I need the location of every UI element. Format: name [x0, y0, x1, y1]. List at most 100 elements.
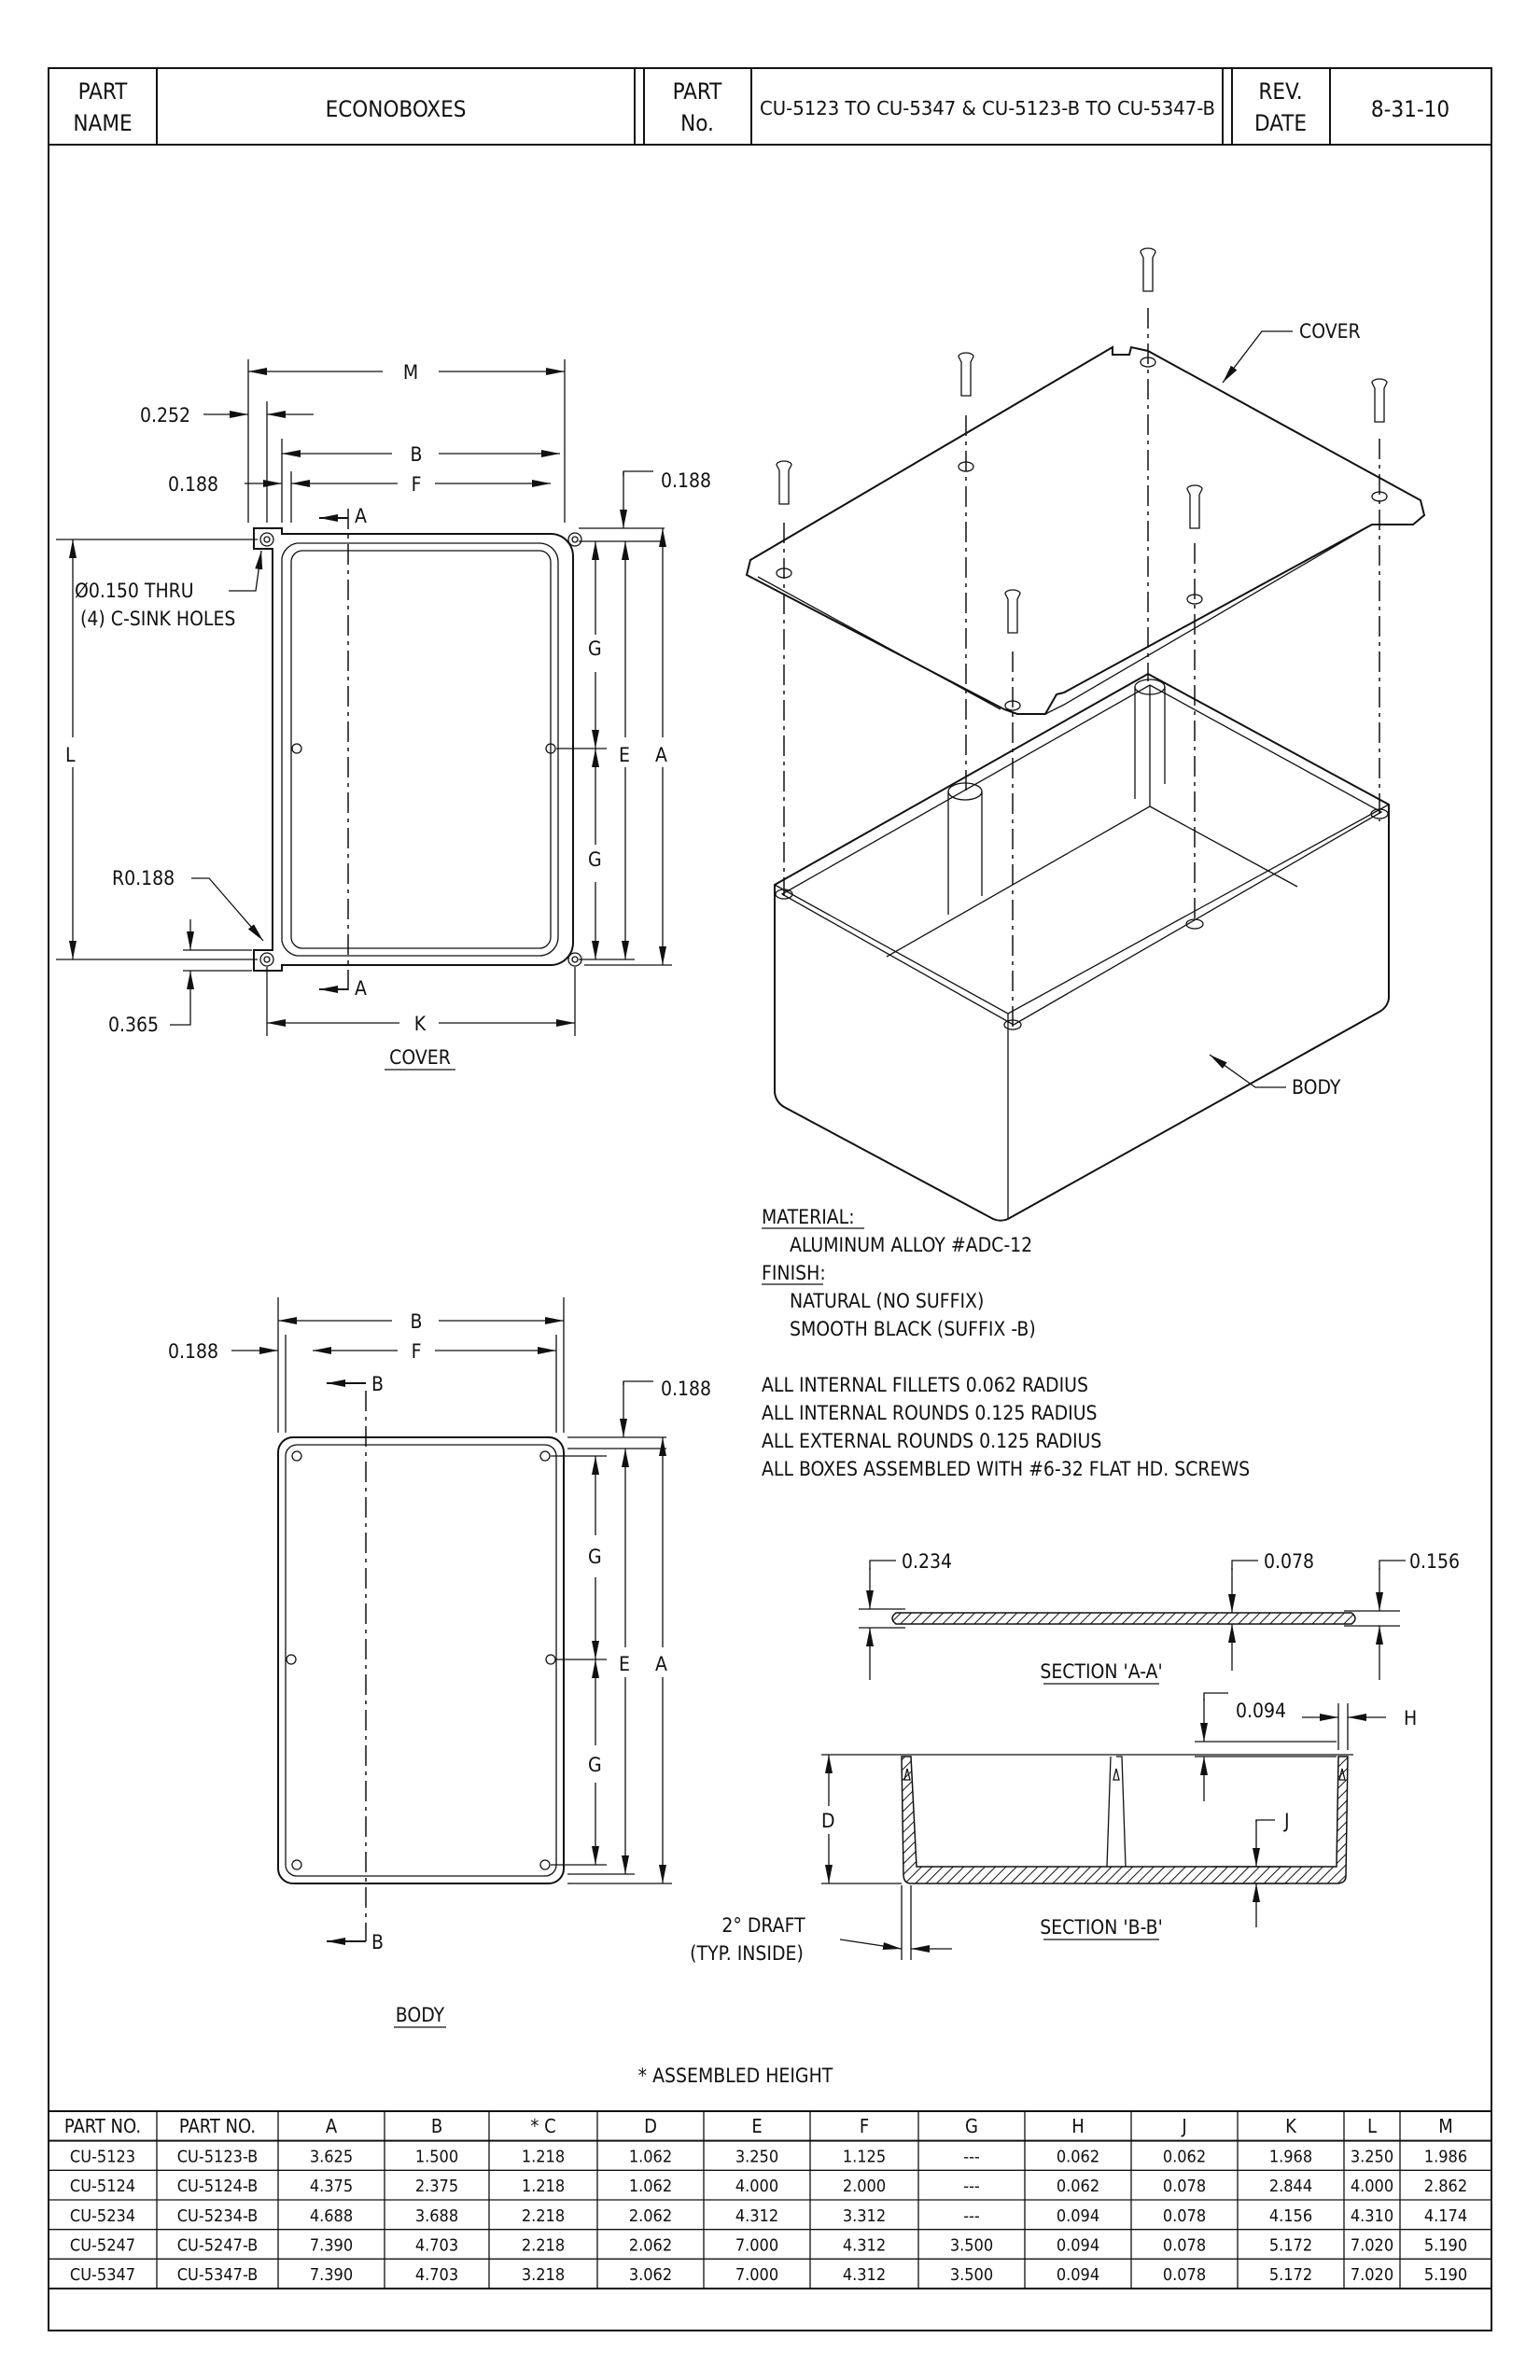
part-no-label: No.: [680, 110, 714, 136]
dim-g: G: [588, 848, 602, 871]
dim-a: A: [655, 744, 667, 766]
dim-m: M: [403, 361, 418, 384]
material-value: ALUMINUM ALLOY #ADC-12: [790, 1234, 1032, 1256]
table-header-cell: * C: [530, 2115, 555, 2137]
table-header-cell: PART NO.: [64, 2115, 141, 2137]
cover-view: A A M 0.252 B F 0.188 0.188 G: [56, 359, 711, 1071]
section-a-label: A: [355, 505, 367, 527]
table-cell: 3.218: [522, 2265, 565, 2285]
isometric-assembly: COVER BODY: [745, 247, 1426, 1222]
table-cell: 3.625: [310, 2148, 353, 2167]
table-cell: CU-5234-B: [177, 2206, 259, 2226]
table-header-cell: PART NO.: [179, 2115, 256, 2137]
dim-e: E: [619, 1653, 630, 1675]
dim-g: G: [588, 1546, 602, 1568]
table-cell: 0.078: [1163, 2177, 1206, 2196]
table-cell: 5.190: [1424, 2265, 1467, 2285]
dim-g: G: [588, 637, 602, 660]
table-cell: 2.000: [843, 2177, 886, 2196]
cover-view-title: COVER: [389, 1046, 451, 1069]
part-name-label: NAME: [73, 110, 132, 136]
hole-note: (4) C-SINK HOLES: [80, 608, 235, 630]
note-line: ALL INTERNAL FILLETS 0.062 RADIUS: [762, 1374, 1088, 1396]
table-cell: 2.862: [1424, 2177, 1467, 2196]
table-cell: 4.375: [310, 2177, 353, 2196]
sheet-border: [48, 67, 1492, 2331]
section-aa-title: SECTION 'A-A': [1040, 1660, 1162, 1683]
table-cell: 7.000: [735, 2265, 778, 2285]
part-no-label: PART: [673, 78, 723, 105]
table-cell: 1.062: [629, 2148, 672, 2167]
note-line: ALL INTERNAL ROUNDS 0.125 RADIUS: [762, 1402, 1098, 1424]
rev-label: DATE: [1254, 110, 1307, 136]
table-cell: 3.250: [735, 2148, 778, 2167]
table-cell: 1.986: [1424, 2148, 1467, 2167]
section-b-label: B: [371, 1373, 384, 1395]
table-header-cell: L: [1367, 2115, 1377, 2137]
table-cell: 1.062: [629, 2177, 672, 2196]
cover-outline: [253, 527, 574, 972]
table-header-cell: J: [1181, 2115, 1186, 2137]
section-b-label: B: [371, 1931, 384, 1953]
table-cell: 5.172: [1269, 2236, 1312, 2256]
table-cell: 7.390: [310, 2265, 353, 2285]
table-cell: 3.062: [629, 2265, 672, 2285]
dim-e: E: [619, 744, 630, 766]
dim-0188-right: 0.188: [661, 1378, 711, 1400]
table-cell: CU-5123-B: [177, 2148, 259, 2167]
table-cell: 0.062: [1163, 2148, 1206, 2167]
table-cell: 0.062: [1057, 2148, 1099, 2167]
table-header-cell: D: [644, 2115, 657, 2137]
rev-date: 8-31-10: [1371, 96, 1449, 122]
table-cell: CU-5347: [70, 2265, 135, 2285]
table-cell: ---: [963, 2177, 980, 2196]
table-cell: 3.312: [843, 2206, 886, 2226]
table-cell: 1.218: [522, 2148, 565, 2167]
body-outline: [277, 1436, 565, 1884]
dim-l: L: [65, 744, 76, 766]
notes: MATERIAL: ALUMINUM ALLOY #ADC-12 FINISH:…: [762, 1206, 1250, 1480]
table-cell: CU-5347-B: [177, 2265, 259, 2285]
dim-h: H: [1404, 1707, 1417, 1729]
table-cell: 1.968: [1269, 2148, 1312, 2167]
dim-0188-left: 0.188: [168, 473, 218, 496]
table-cell: 4.000: [1351, 2177, 1393, 2196]
part-name: ECONOBOXES: [326, 96, 467, 122]
table-cell: 4.310: [1351, 2206, 1393, 2226]
table-cell: 0.078: [1163, 2206, 1206, 2226]
table-cell: 2.844: [1269, 2177, 1312, 2196]
part-number: CU-5123 TO CU-5347 & CU-5123-B TO CU-534…: [760, 97, 1215, 119]
table-cell: 5.190: [1424, 2236, 1467, 2256]
radius-label: R0.188: [112, 867, 175, 889]
table-cell: 7.020: [1351, 2265, 1393, 2285]
dim-a: A: [655, 1653, 667, 1675]
table-cell: 4.000: [735, 2177, 778, 2196]
table-cell: CU-5247: [70, 2236, 135, 2256]
table-cell: 4.174: [1424, 2206, 1467, 2226]
table-cell: 2.062: [629, 2206, 672, 2226]
draft-note: (TYP. INSIDE): [690, 1942, 804, 1965]
table-cell: 0.094: [1057, 2206, 1099, 2226]
iso-cover-label: COVER: [1299, 320, 1361, 343]
cover-inner-edge: [290, 550, 552, 949]
table-header-cell: A: [326, 2115, 338, 2137]
table-cell: 0.078: [1163, 2236, 1206, 2256]
table-cell: 2.218: [522, 2236, 565, 2256]
iso-body: [773, 672, 1390, 1222]
table-cell: 4.703: [415, 2265, 458, 2285]
dim-0156: 0.156: [1409, 1550, 1460, 1573]
table-cell: CU-5124: [70, 2177, 135, 2196]
table-cell: 4.156: [1269, 2206, 1312, 2226]
table-header-cell: M: [1438, 2115, 1453, 2137]
table-cell: 2.375: [415, 2177, 458, 2196]
draft-note: 2° DRAFT: [721, 1914, 805, 1937]
dim-0365: 0.365: [108, 1014, 159, 1036]
assembled-height-note: * ASSEMBLED HEIGHT: [638, 2065, 833, 2087]
dim-0252: 0.252: [140, 404, 190, 427]
body-view-title: BODY: [396, 2004, 445, 2026]
title-block: PART NAME ECONOBOXES PART No. CU-5123 TO…: [49, 68, 1491, 146]
table-cell: 1.500: [415, 2148, 458, 2167]
table-cell: CU-5123: [70, 2148, 135, 2167]
finish-value: NATURAL (NO SUFFIX): [790, 1290, 984, 1312]
